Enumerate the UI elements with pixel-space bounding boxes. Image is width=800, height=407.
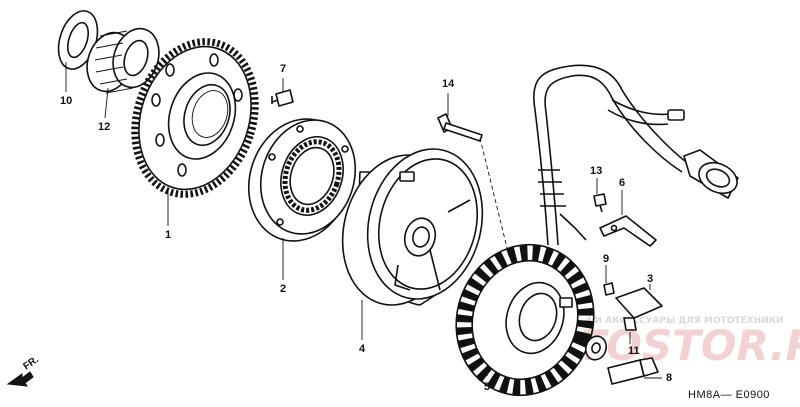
part-bolt-small xyxy=(271,89,294,107)
callout-4: 4 xyxy=(359,343,366,355)
part-bolt-13 xyxy=(593,193,607,213)
part-flywheel xyxy=(341,148,484,306)
part-sensor xyxy=(615,287,663,331)
callout-8: 8 xyxy=(666,372,672,384)
callout-14: 14 xyxy=(442,78,455,90)
part-one-way-clutch xyxy=(247,118,357,242)
diagram-reference-code: HM8A— E0900 xyxy=(688,389,770,401)
leader-lines xyxy=(65,62,662,379)
callout-11: 11 xyxy=(628,345,640,357)
part-wire-harness xyxy=(533,64,739,246)
forward-arrow-icon xyxy=(6,371,34,387)
callout-6: 6 xyxy=(619,177,625,189)
callout-7: 7 xyxy=(280,63,286,75)
part-washer-11 xyxy=(584,335,608,361)
direction-indicator: FR. xyxy=(6,354,41,387)
part-starter-gear xyxy=(131,38,259,198)
callout-5: 5 xyxy=(484,381,490,393)
part-needle-bearing xyxy=(86,27,160,94)
direction-label: FR. xyxy=(21,354,41,372)
callout-1: 1 xyxy=(165,229,171,241)
callout-labels: 10 12 1 7 2 4 14 5 13 6 9 3 11 8 xyxy=(60,63,672,393)
callout-12: 12 xyxy=(98,121,110,133)
callout-10: 10 xyxy=(60,95,72,107)
watermark-tagline: ЗАПЧАСТИ И АКСЕССУАРЫ ДЛЯ МОТОТЕХНИКИ xyxy=(536,316,784,326)
callout-9: 9 xyxy=(603,253,609,265)
callout-13: 13 xyxy=(590,165,602,177)
callout-2: 2 xyxy=(280,283,286,295)
part-bolt-long xyxy=(437,113,511,261)
part-flywheel-bolt xyxy=(607,357,659,385)
part-screw-9 xyxy=(603,282,615,296)
callout-3: 3 xyxy=(647,273,653,285)
part-bracket xyxy=(599,215,657,247)
